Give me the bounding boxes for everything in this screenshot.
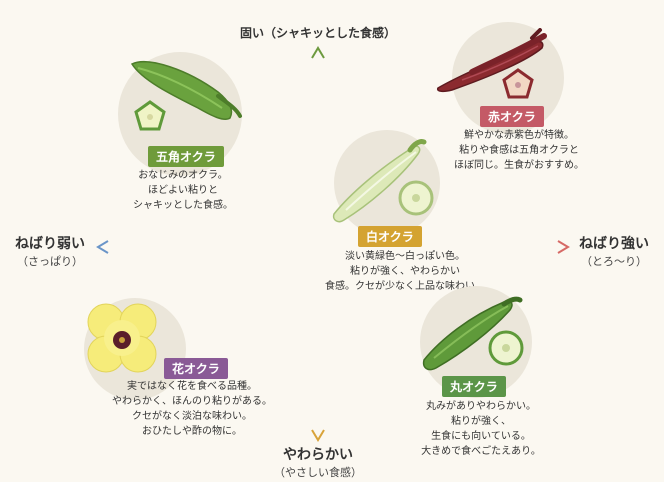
item-description: 淡い黄緑色〜白っぽい色。 粘りが強く、やわらかい 食感。クセが少なく上品な味わい… [325, 251, 485, 292]
white-okra-icon [332, 139, 434, 223]
item-tag: 白オクラ [358, 226, 422, 247]
axis-right-sub: （とろ〜り） [581, 255, 647, 268]
arrow-up-icon [311, 46, 325, 59]
item-tag: 花オクラ [164, 358, 228, 379]
item-description: 鮮やかな赤紫色が特徴。 粘りや食感は五角オクラと ほぼ同じ。生食がおすすめ。 [454, 130, 584, 171]
arrow-down-icon [311, 429, 325, 442]
axis-left-main: ねばり弱い [15, 236, 85, 252]
axis-left-label: ねばり弱い （さっぱり） [8, 233, 92, 269]
axis-right-main: ねばり強い [579, 236, 649, 252]
item-tag: 五角オクラ [148, 146, 224, 167]
okra-flower-icon [87, 303, 157, 373]
arrow-left-icon [96, 240, 109, 254]
item-description: おなじみのオクラ。 ほどよい粘りと シャキッとした食感。 [133, 170, 233, 211]
green-pentagonal-okra-icon [130, 60, 242, 131]
item-tag: 丸オクラ [442, 376, 506, 397]
axis-top-main: 固い（シャキッとした食感） [239, 26, 396, 40]
item-description: 実ではなく花を食べる品種。 やわらかく、ほんのり粘りがある。 クセがなく淡泊な味… [112, 381, 272, 437]
axis-top-label: 固い（シャキッとした食感） [228, 22, 408, 41]
axis-bottom-main: やわらかい [283, 447, 353, 463]
item-description: 丸みがありやわらかい。 粘りが強く、 生食にも向いている。 大きめで食べごたえあ… [421, 401, 541, 457]
axis-bottom-label: やわらかい （やさしい食感） [258, 444, 378, 480]
round-okra-icon [422, 296, 524, 371]
item-tag: 赤オクラ [480, 106, 544, 127]
axis-bottom-sub: （やさしい食感） [274, 466, 362, 479]
axis-left-sub: （さっぱり） [17, 255, 83, 268]
red-okra-icon [436, 28, 547, 99]
arrow-right-icon [557, 240, 570, 254]
axis-right-label: ねばり強い （とろ〜り） [572, 233, 656, 269]
